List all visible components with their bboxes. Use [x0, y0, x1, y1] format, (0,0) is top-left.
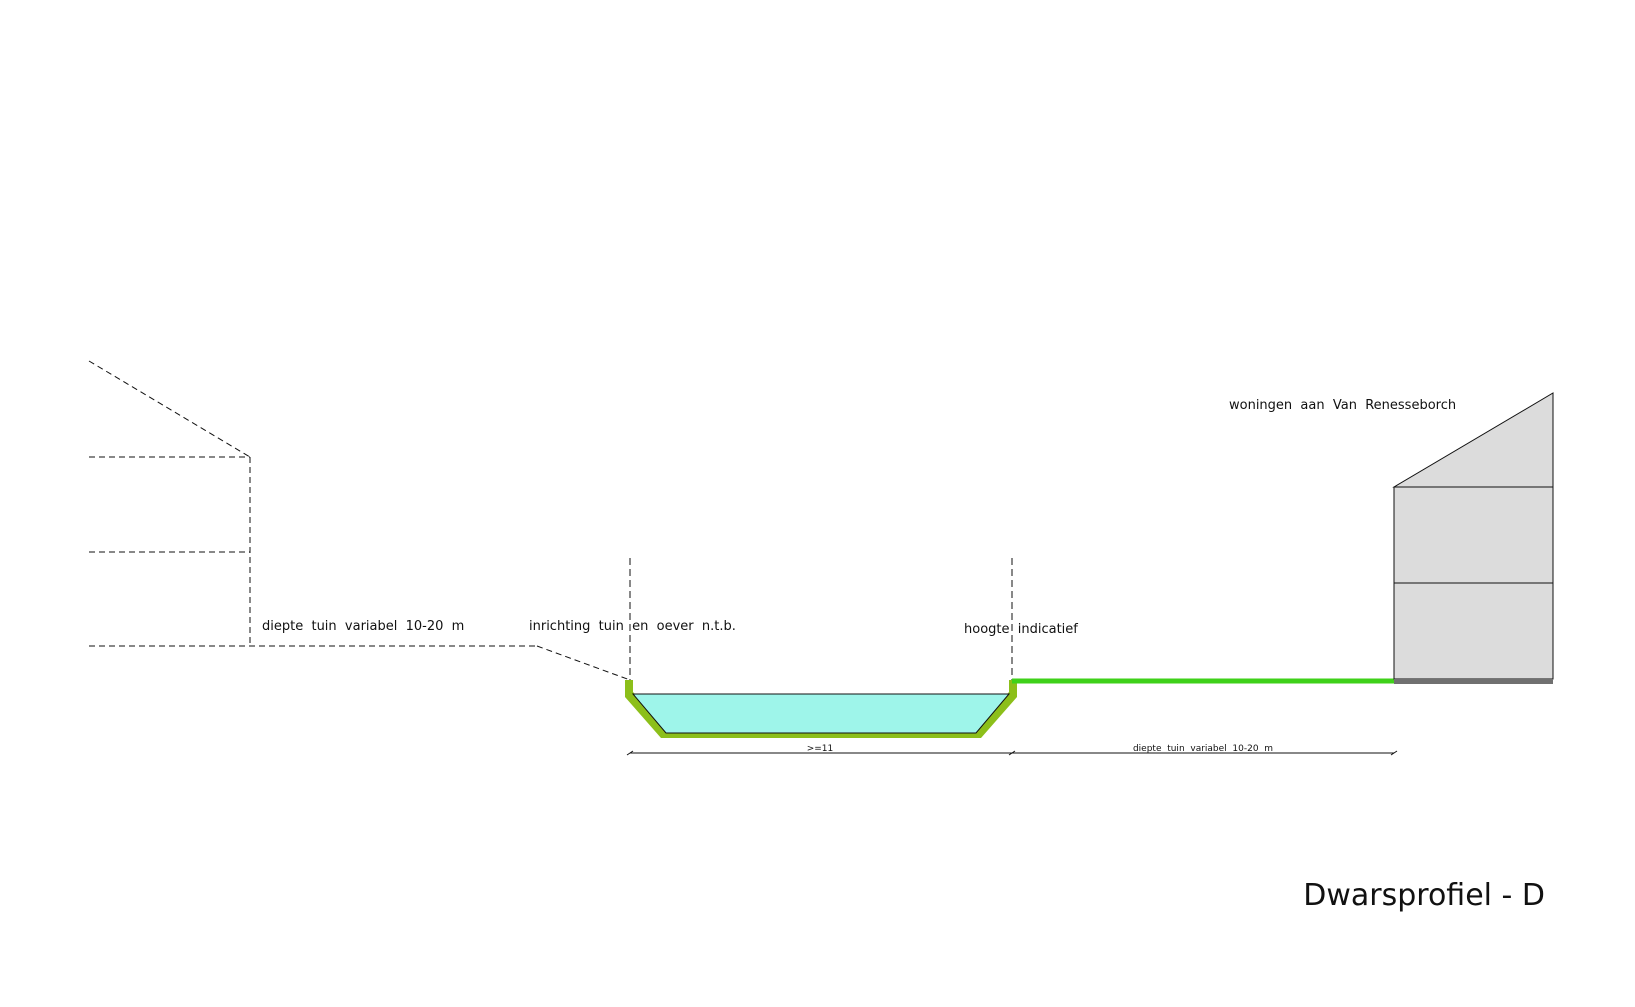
left-roof-line — [88, 360, 251, 458]
left-house-outline — [88, 360, 631, 681]
dimension-tick-left — [626, 750, 634, 756]
dimension-label-ditch-width: >=11 — [807, 744, 834, 754]
right-houses-building — [1392, 392, 1554, 684]
dimension-tick-right — [1390, 750, 1398, 756]
label-houses-right: woningen aan Van Renesseborch — [1229, 398, 1456, 413]
dimension-lines — [626, 750, 1398, 756]
ditch-water — [631, 693, 1011, 734]
label-height-note: hoogte indicatief — [964, 622, 1078, 637]
left-slope-line — [536, 645, 631, 681]
dimension-label-depth-right: diepte tuin variabel 10-20 m — [1133, 744, 1273, 754]
ditch-embankment — [625, 680, 1017, 738]
right-house-upper-floor — [1393, 486, 1554, 584]
right-house-ground-floor — [1393, 582, 1554, 680]
label-depth-left: diepte tuin variabel 10-20 m — [262, 619, 464, 634]
right-house-base — [1394, 679, 1553, 684]
ditch-guide-lines — [629, 558, 1013, 680]
label-garden-layout: inrichting tuin en oever n.t.b. — [529, 619, 736, 634]
drawing-title: Dwarsprofiel - D — [1303, 878, 1545, 913]
dimension-tick-middle — [1008, 750, 1016, 756]
